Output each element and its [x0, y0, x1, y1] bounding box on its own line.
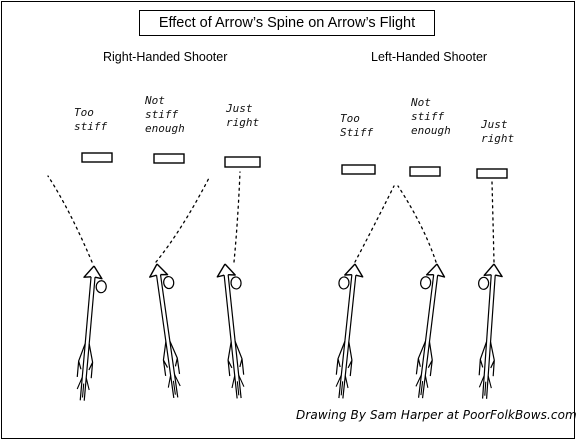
- drawing-credit: Drawing By Sam Harper at PoorFolkBows.co…: [296, 408, 577, 422]
- flight-path-left-too-stiff: [354, 185, 395, 263]
- target-left-too-stiff: [341, 164, 376, 175]
- flight-path-left-not-stiff: [397, 185, 437, 263]
- flight-path-right-not-stiff: [155, 177, 210, 263]
- target-left-just-right: [476, 168, 508, 179]
- arrow-left-not-stiff: [405, 261, 447, 400]
- flight-path-left-just-right: [491, 181, 495, 263]
- label-right-not-stiff-enough: Not stiff enough: [145, 94, 185, 135]
- diagram-title: Effect of Arrow’s Spine on Arrow’s Fligh…: [139, 10, 435, 36]
- target-right-not-stiff: [153, 153, 185, 164]
- diagram-frame: [1, 1, 575, 439]
- arrow-right-too-stiff: [72, 264, 109, 403]
- target-right-just-right: [224, 156, 261, 168]
- label-left-just-right: Just right: [481, 118, 515, 145]
- label-right-too-stiff: Too stiff: [74, 106, 108, 133]
- arrow-left-just-right: [469, 262, 504, 400]
- arrow-right-just-right: [215, 261, 254, 400]
- arrow-right-not-stiff: [147, 261, 191, 400]
- label-right-just-right: Just right: [226, 102, 260, 129]
- label-left-not-stiff-enough: Not stiff enough: [411, 96, 451, 137]
- target-right-too-stiff: [81, 152, 113, 163]
- label-left-too-stiff: Too Stiff: [340, 112, 374, 139]
- target-left-not-stiff: [409, 166, 441, 177]
- arrow-left-too-stiff: [326, 261, 365, 400]
- right-handed-heading: Right-Handed Shooter: [103, 50, 228, 64]
- flight-path-right-just-right: [233, 171, 241, 263]
- flight-path-right-too-stiff: [47, 175, 93, 263]
- left-handed-heading: Left-Handed Shooter: [371, 50, 488, 64]
